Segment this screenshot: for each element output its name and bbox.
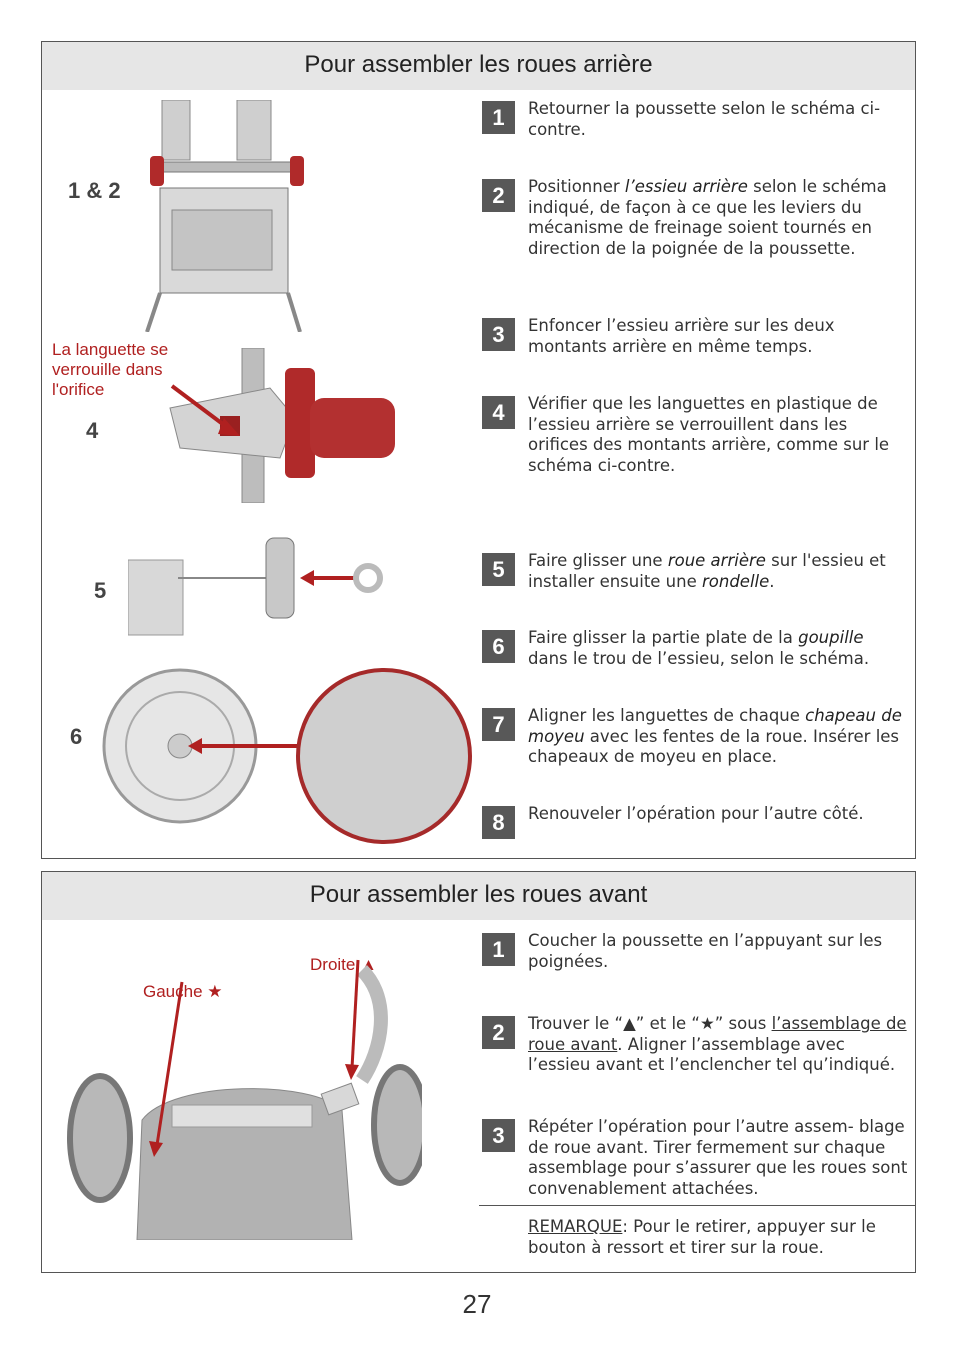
section-title: Pour assembler les roues avant <box>42 872 915 920</box>
front-wheel-assembly-illustration <box>67 959 422 1240</box>
figure-label-1-2: 1 & 2 <box>68 178 121 203</box>
emphasized-term: roue arrière <box>667 551 766 570</box>
step-text: Enfoncer l’essieu arrière sur les deux m… <box>528 316 908 357</box>
text-run: Enfoncer l’essieu arrière sur les deux m… <box>528 316 835 356</box>
text-run: Retourner la poussette selon le schéma c… <box>528 99 881 139</box>
right-wheel-label: Droite ▲ <box>310 955 377 974</box>
step-number-badge: 2 <box>482 179 515 212</box>
step-number-badge: 3 <box>482 318 515 351</box>
text-run: avec les fentes de la roue. Insérer les … <box>528 726 900 767</box>
text-run: : Pour le retirer, appuyer sur le bouton… <box>528 1217 876 1257</box>
step-number-badge: 4 <box>482 396 515 429</box>
front-wheels-section: Pour assembler les roues avant Gauche ★ … <box>41 871 916 1273</box>
step-number-badge: 6 <box>482 630 515 663</box>
text-run: Renouveler l’opération pour l’autre côté… <box>528 804 864 823</box>
figure-label-4: 4 <box>86 418 99 443</box>
emphasized-term: rondelle <box>702 571 770 591</box>
wheel-axle-washer-illustration <box>128 537 383 636</box>
page-number: 27 <box>462 1289 492 1319</box>
text-run: Aligner les languettes de chaque <box>528 706 806 725</box>
text-run: Faire glisser la partie plate de la <box>528 628 799 647</box>
step-text: Coucher la poussette en l’appuyant sur l… <box>528 931 908 972</box>
step-text: Faire glisser une roue arrière sur l'ess… <box>528 551 908 592</box>
step-text: Aligner les languettes de chaque chapeau… <box>528 706 908 768</box>
step-text: Trouver le “▲” et le “★” sous l’assembla… <box>528 1014 908 1076</box>
figure-label-6: 6 <box>70 724 83 749</box>
step-number-badge: 1 <box>482 101 515 134</box>
step-number-badge: 1 <box>482 933 515 966</box>
text-run: sur l'essieu et installer ensuite une <box>528 551 886 591</box>
emphasized-term: goupille <box>798 628 864 647</box>
text-run: dans le trou de l’essieu, selon le schém… <box>528 648 870 668</box>
underlined-term: l’assemblage de roue avant <box>528 1014 907 1054</box>
step-text: Renouveler l’opération pour l’autre côté… <box>528 804 908 825</box>
step-text: Répéter l’opération pour l’autre assem- … <box>528 1117 908 1199</box>
note-divider <box>479 1205 915 1206</box>
step-number-badge: 3 <box>482 1119 515 1152</box>
text-run: Répéter l’opération pour l’autre assem- … <box>528 1117 908 1198</box>
text-run: Positionner <box>528 177 625 196</box>
step-number-badge: 8 <box>482 806 515 839</box>
step-number-badge: 2 <box>482 1016 515 1049</box>
text-run: Coucher la poussette en l’appuyant sur l… <box>528 931 883 971</box>
text-run: Vérifier que les languettes en plastique… <box>528 394 890 475</box>
step-text: Retourner la poussette selon le schéma c… <box>528 99 908 140</box>
stroller-flipped-illustration <box>145 100 304 332</box>
text-run: Faire glisser une <box>528 551 668 570</box>
step-text: Vérifier que les languettes en plastique… <box>528 394 908 476</box>
step-number-badge: 5 <box>482 553 515 586</box>
emphasized-term: l’essieu arrière <box>624 177 748 196</box>
section-title: Pour assembler les roues arrière <box>42 42 915 90</box>
step-number-badge: 7 <box>482 708 515 741</box>
emphasized-term: chapeau de moyeu <box>528 706 902 746</box>
figure-label-5: 5 <box>94 578 107 603</box>
tab-lock-callout: La languette se verrouille dans l'orific… <box>52 340 169 399</box>
text-run: selon le schéma indiqué, de façon à ce q… <box>528 177 887 258</box>
wheel-pin-magnified-illustration <box>102 668 472 844</box>
left-wheel-label: Gauche ★ <box>143 982 223 1001</box>
rear-wheels-section: Pour assembler les roues arrière 1 & 2 L… <box>41 41 916 859</box>
step-text: Positionner l’essieu arrière selon le sc… <box>528 177 908 259</box>
note-text: REMARQUE: Pour le retirer, appuyer sur l… <box>528 1217 908 1258</box>
underlined-term: REMARQUE <box>528 1217 623 1236</box>
text-run: Trouver le “▲” et le “★” sous <box>528 1014 772 1033</box>
step-text: Faire glisser la partie plate de la goup… <box>528 628 908 669</box>
axle-tab-detail-illustration <box>169 348 395 503</box>
text-run: . Aligner l’assemblage avec l’essieu ava… <box>528 1034 896 1075</box>
text-run: . <box>769 571 775 591</box>
